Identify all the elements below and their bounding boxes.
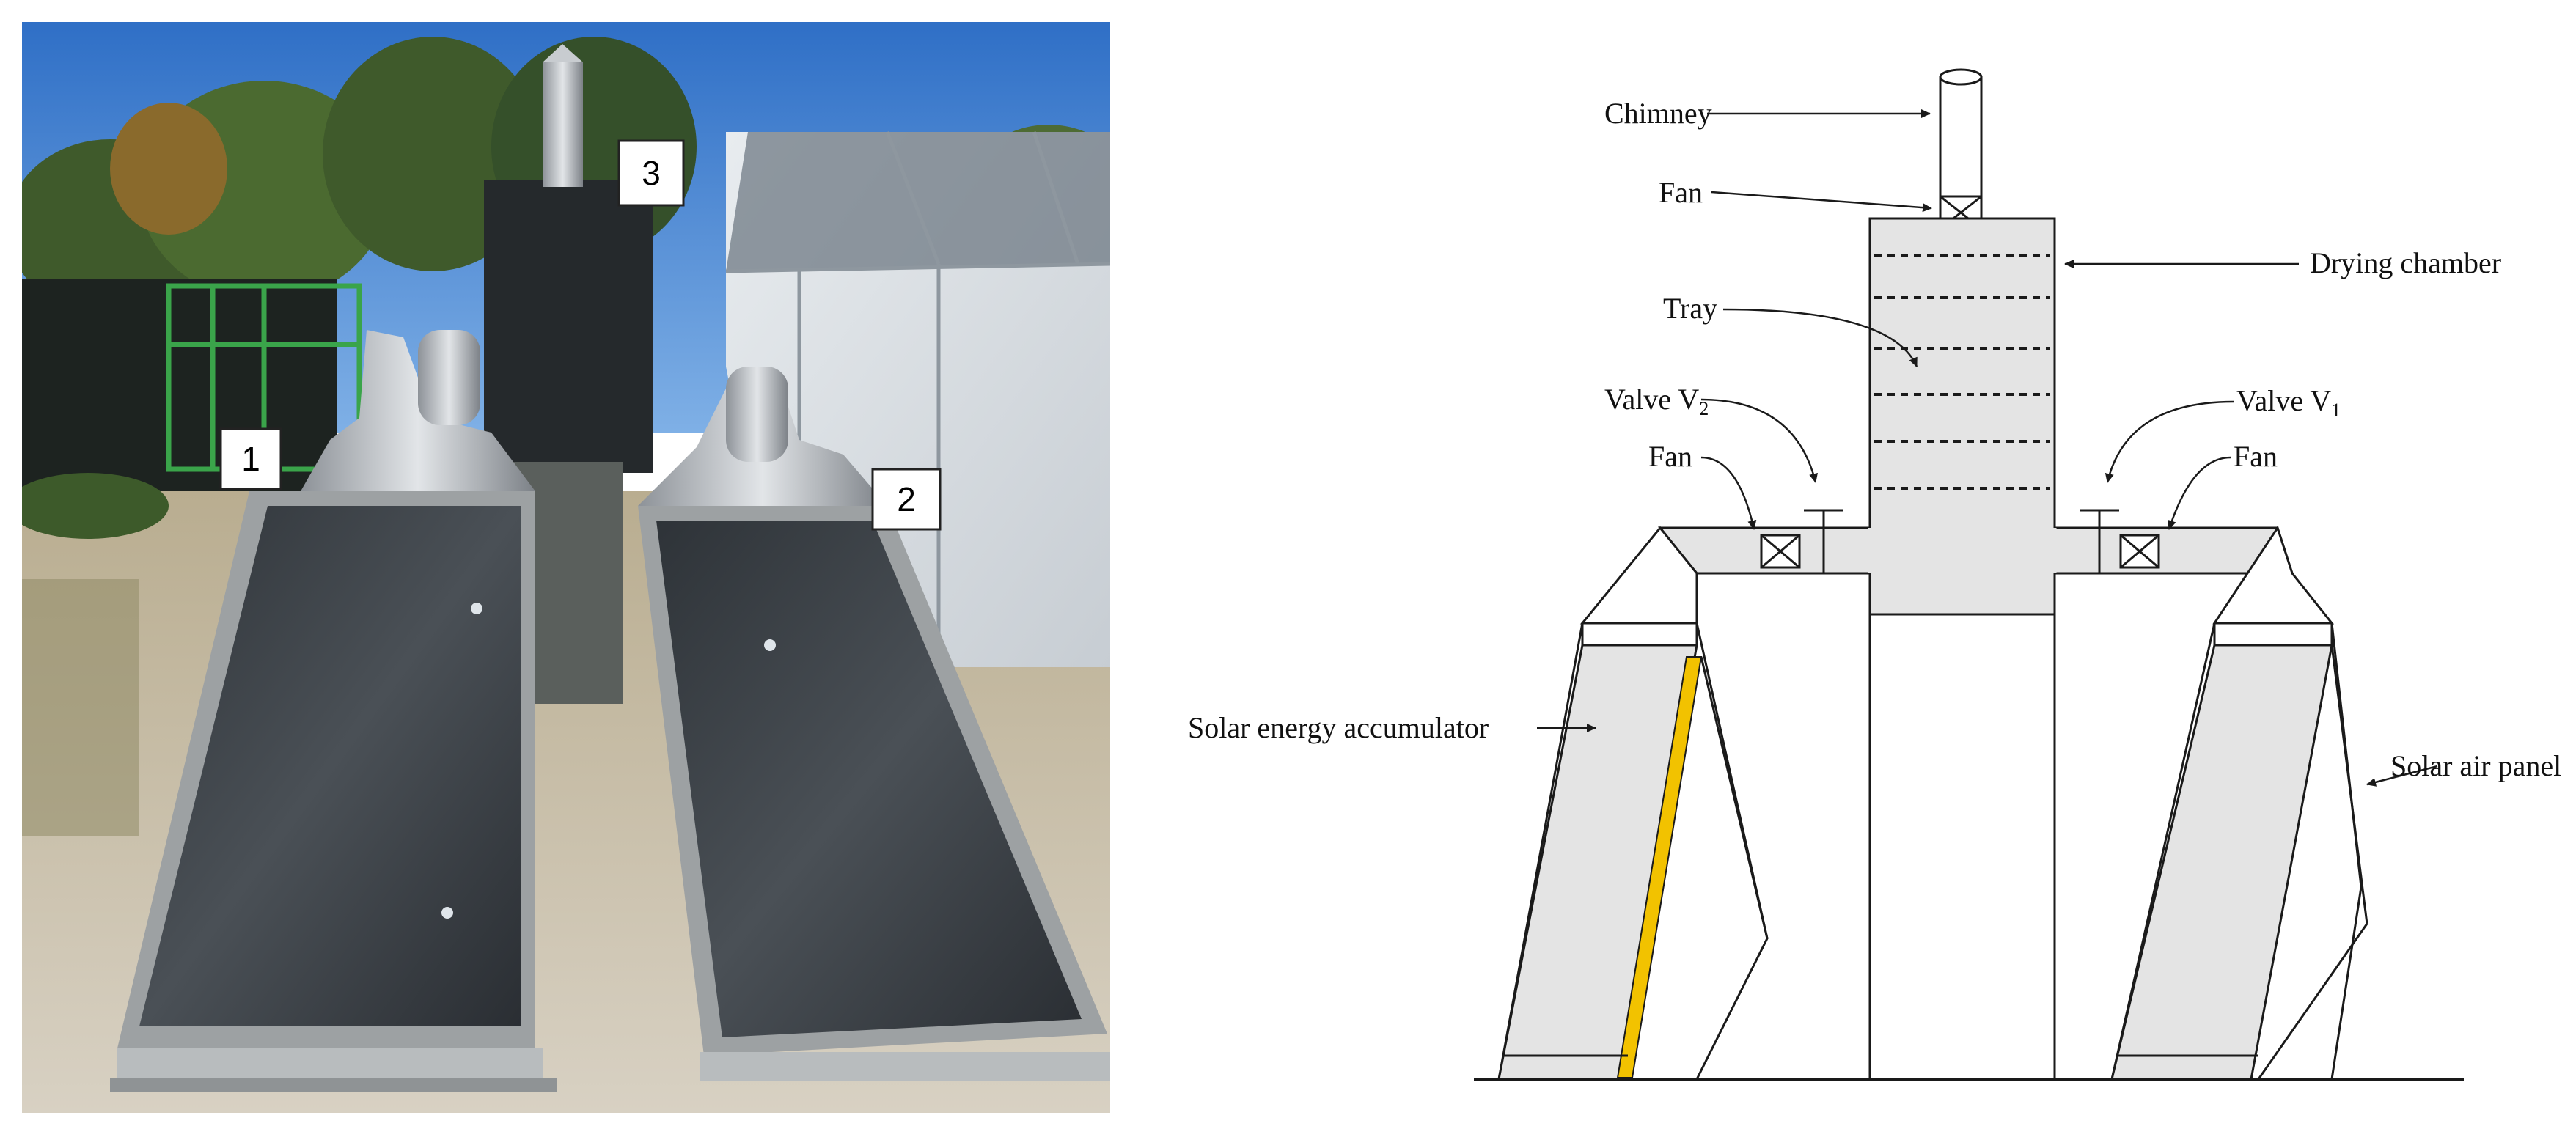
schematic-diagram: Chimney Fan Drying chamber Tray Valve V2…: [1188, 68, 2561, 1081]
marker-2: 2: [871, 468, 942, 531]
marker-3: 3: [617, 139, 685, 207]
solar-energy-accumulator: [1497, 526, 1769, 1081]
svg-text:3: 3: [642, 154, 661, 192]
solar-collector-2: [638, 506, 1110, 1081]
label-drying-chamber: Drying chamber: [2310, 246, 2501, 279]
right-fan: [2119, 534, 2160, 569]
leader-arrows: [1537, 109, 2438, 787]
photo-panel: 1 2 3: [22, 22, 1110, 1113]
shrub: [22, 473, 169, 539]
left-fan: [1760, 534, 1801, 569]
dark-fence: [22, 279, 337, 499]
label-fan-right: Fan: [2234, 440, 2278, 473]
foil-duct-left: [301, 330, 535, 491]
label-tray: Tray: [1663, 292, 1717, 325]
label-valve-v1: Valve V1: [2236, 384, 2341, 421]
accumulator-yellow-strip: [1616, 656, 1703, 1078]
label-solar-energy-accumulator: Solar energy accumulator: [1188, 711, 1489, 744]
trays: [1874, 254, 2050, 490]
solar-air-panel: [2110, 525, 2368, 1081]
grass-left: [22, 579, 139, 836]
label-chimney: Chimney: [1604, 97, 1712, 130]
chimney-top: [1939, 68, 1983, 86]
svg-text:1: 1: [241, 440, 260, 478]
svg-text:2: 2: [897, 480, 916, 518]
label-fan-left: Fan: [1648, 440, 1692, 473]
chimney: [1939, 76, 1983, 218]
valve-v2: [1804, 509, 1843, 573]
valve-v1: [2080, 509, 2119, 573]
marker-1: 1: [219, 427, 282, 490]
label-fan-top: Fan: [1659, 176, 1703, 209]
solar-collector-1: [110, 491, 557, 1092]
label-solar-air-panel: Solar air panel: [2390, 749, 2561, 782]
label-valve-v2: Valve V2: [1604, 383, 1709, 419]
foil-duct-right: [638, 367, 887, 506]
drying-chamber: [1868, 217, 2056, 616]
